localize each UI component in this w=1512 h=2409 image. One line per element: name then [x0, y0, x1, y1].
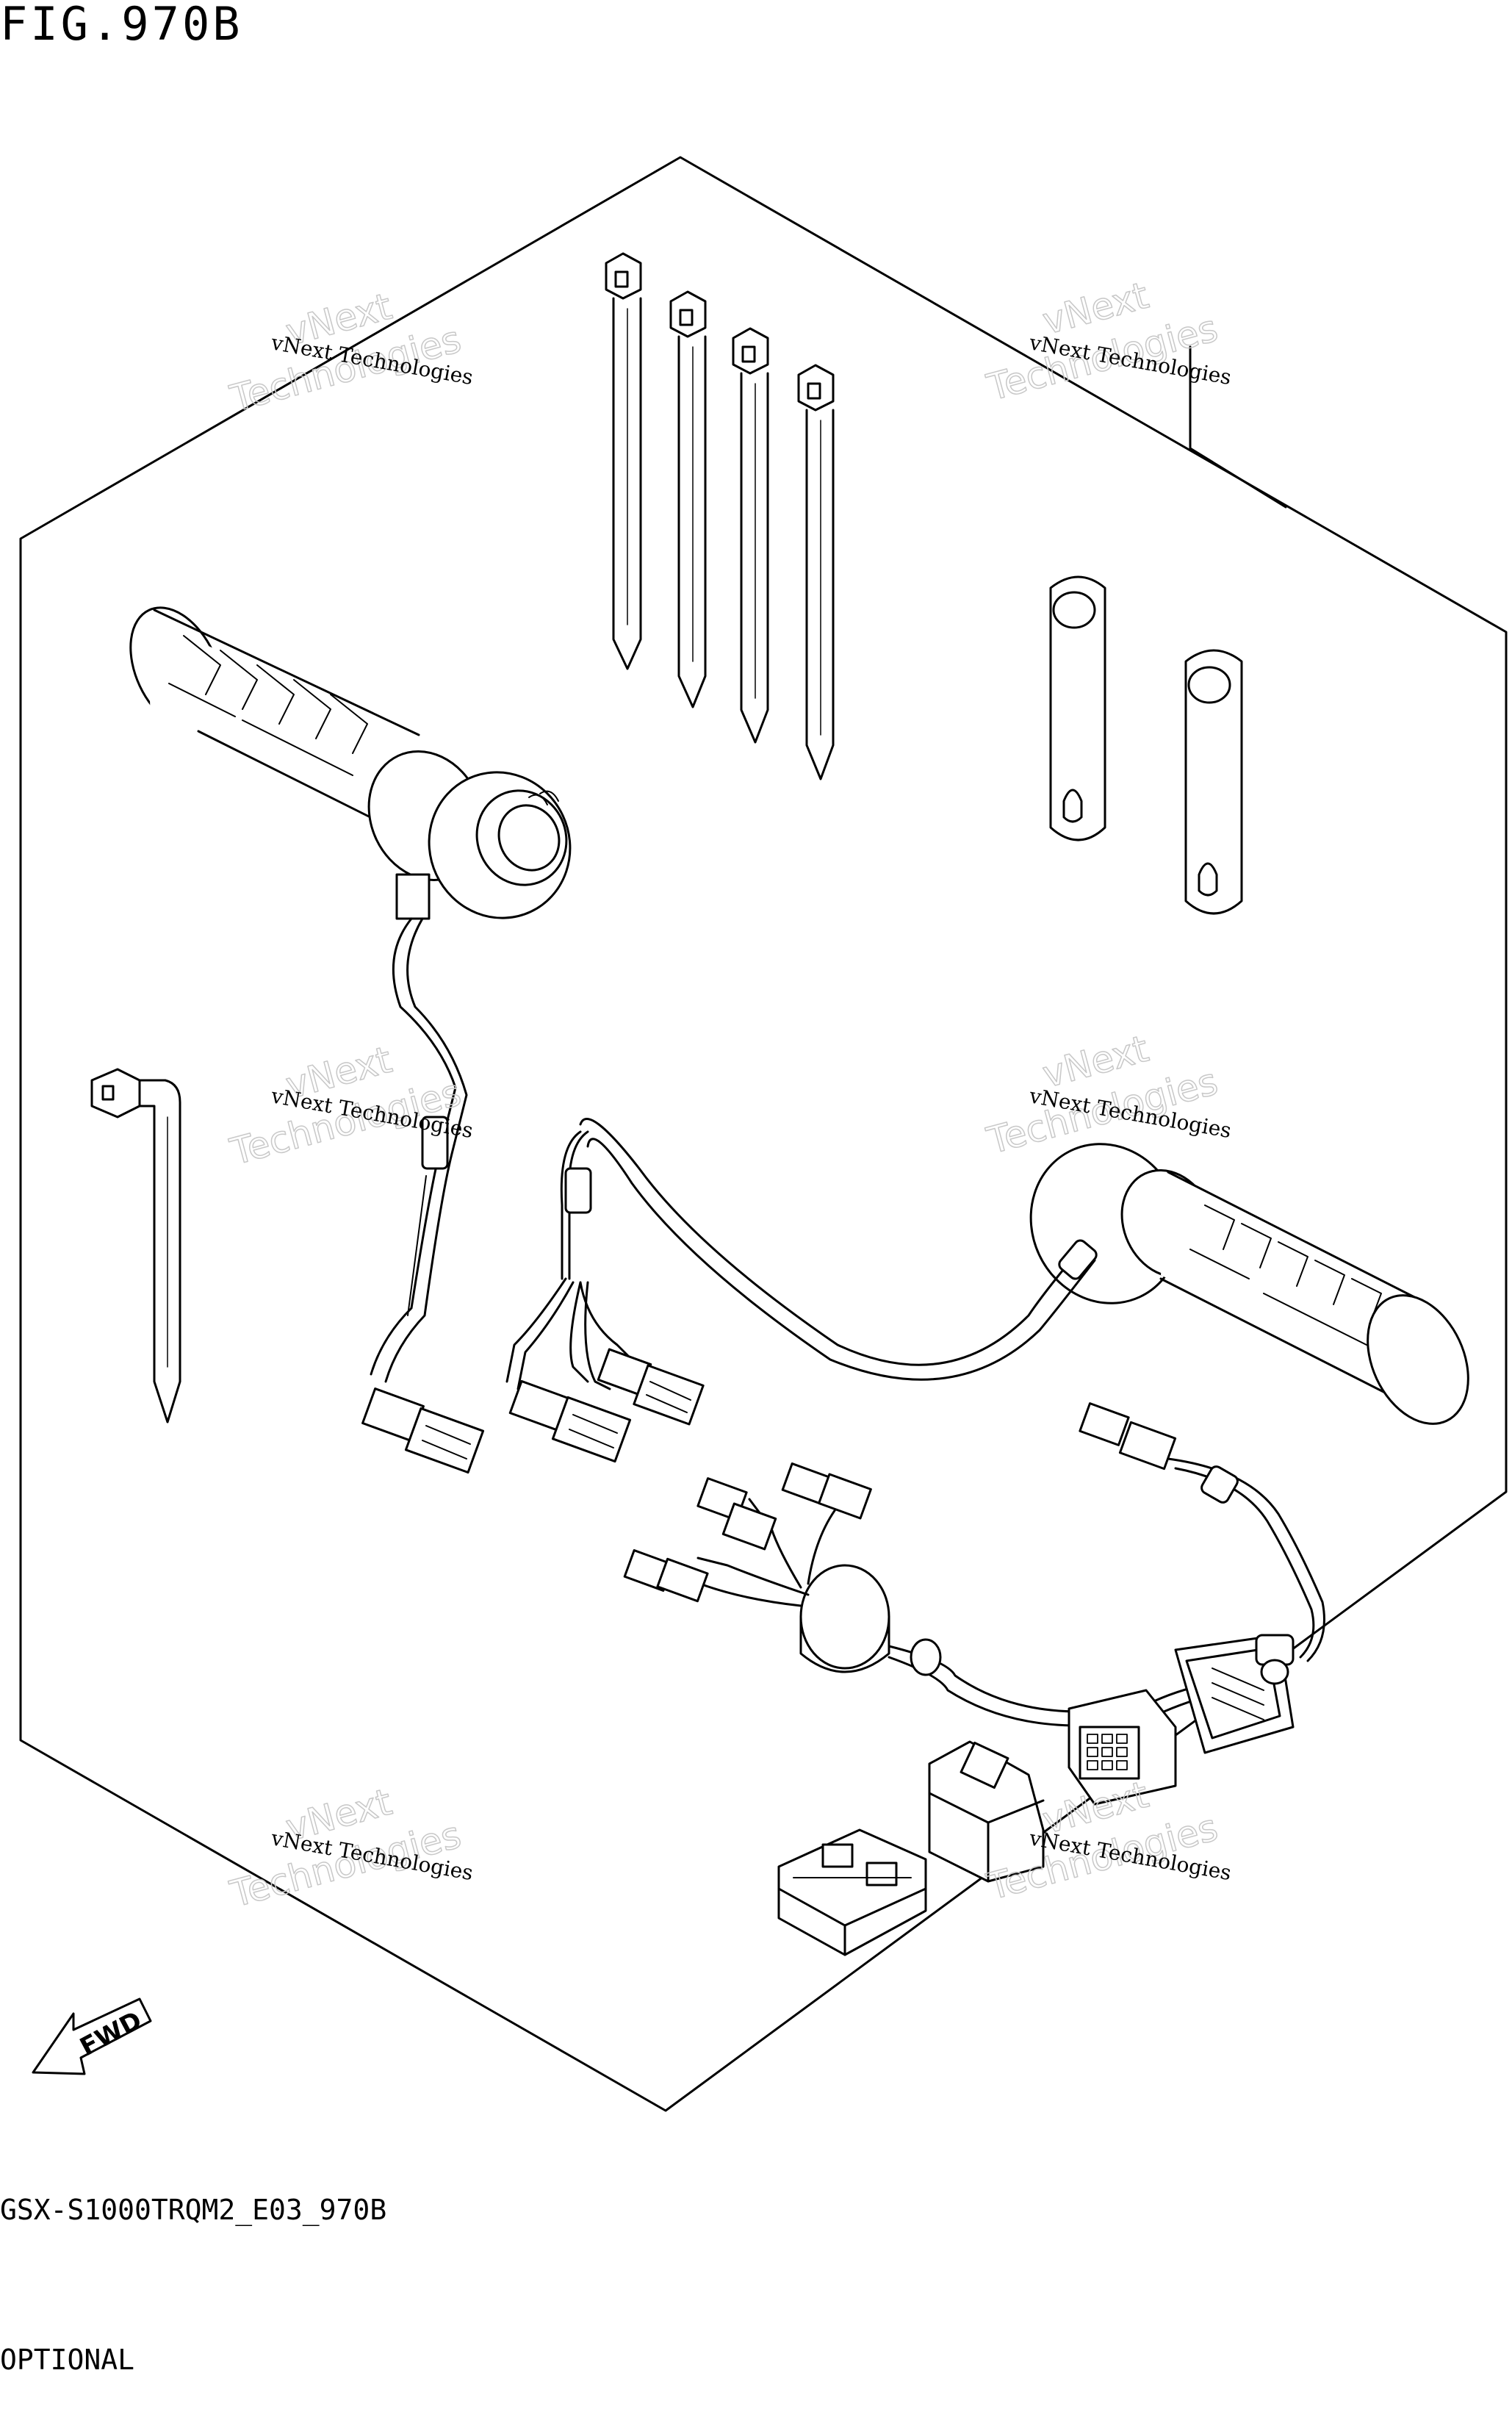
right-grip-wire	[560, 1118, 1098, 1381]
connector-b	[597, 1348, 705, 1426]
harness-connector-1	[623, 1549, 709, 1603]
harness-connector-3	[781, 1462, 872, 1520]
cable-tie-group	[605, 252, 835, 780]
left-grip-connector	[361, 1387, 485, 1474]
multi-pin-connector	[1068, 1689, 1177, 1806]
cable-tie-2	[669, 290, 707, 708]
model-code: GSX-S1000TRQM2_E03_970B	[0, 2194, 387, 2226]
watermark-top-left: vNext Technologies vNext Technologies	[225, 284, 475, 421]
cable-tie-4	[797, 364, 835, 780]
bracket-1	[1049, 575, 1106, 841]
connector-housing-1	[928, 1740, 1045, 1883]
cable-tie-1	[605, 252, 642, 670]
category-label: OPTIONAL	[0, 2344, 135, 2376]
isometric-frame	[19, 156, 1508, 2112]
harness-top-connector	[1079, 1402, 1177, 1471]
sealed-connector	[1174, 1634, 1295, 1754]
right-heated-grip	[1029, 1143, 1469, 1425]
harness-junction	[799, 1564, 890, 1673]
bracket-2	[1184, 649, 1243, 915]
connector-a	[508, 1379, 632, 1463]
grip-branch-connectors	[505, 1277, 705, 1463]
main-wiring-harness	[623, 1402, 1325, 1806]
watermark-bottom-left: vNext Technologies vNext Technologies	[225, 1780, 475, 1917]
left-heated-grip	[129, 606, 572, 920]
watermark-top-right: vNext Technologies vNext Technologies	[982, 273, 1233, 410]
fwd-direction-arrow: FWD	[32, 1997, 152, 2075]
spare-cable-tie	[90, 1068, 181, 1424]
reference-leader-line	[1189, 345, 1287, 509]
left-grip-wire	[361, 917, 485, 1474]
cable-tie-3	[732, 327, 769, 744]
figure-title: FIG.970B	[0, 0, 243, 51]
watermark-mid-right: vNext Technologies vNext Technologies	[982, 1027, 1233, 1163]
connector-housing-2	[777, 1828, 927, 1956]
bracket-group	[1049, 575, 1243, 915]
harness-connector-2	[696, 1477, 777, 1551]
